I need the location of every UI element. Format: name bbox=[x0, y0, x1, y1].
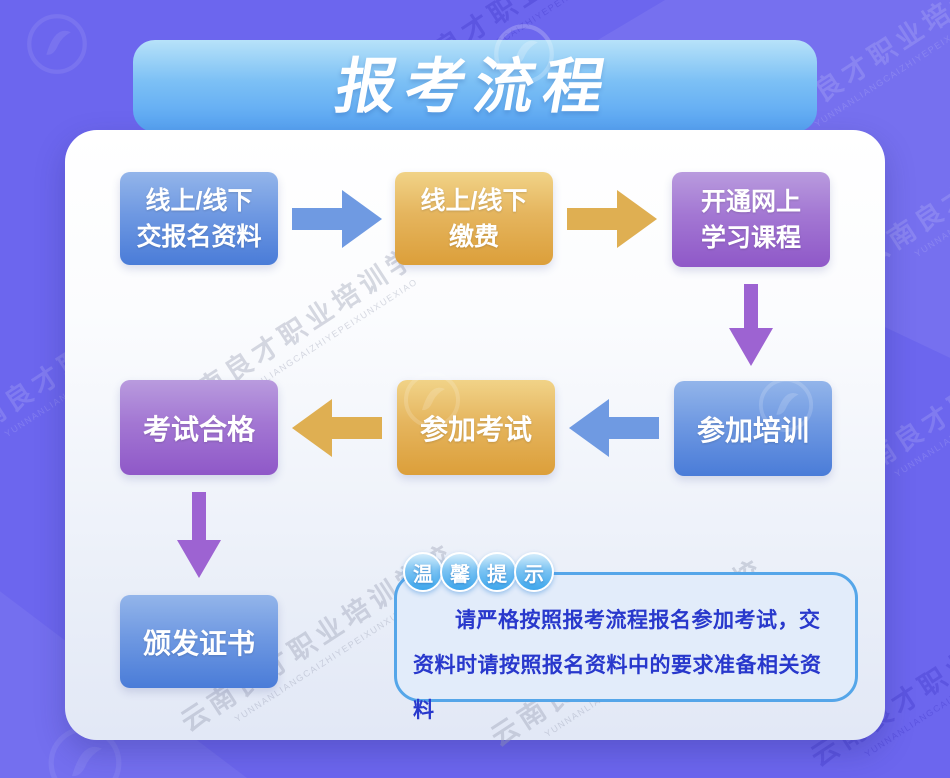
arrow-down-icon bbox=[729, 284, 773, 366]
arrow-right-icon bbox=[292, 190, 382, 248]
step-label: 考试合格 bbox=[142, 413, 255, 445]
arrow-right-icon bbox=[567, 190, 657, 248]
arrow-shape bbox=[292, 399, 382, 457]
step-take-exam: 参加考试 bbox=[397, 380, 555, 475]
poster-title: 报考流程 bbox=[331, 53, 619, 120]
arrow-down-icon bbox=[177, 492, 221, 578]
step-submit-materials: 线上/线下 交报名资料 bbox=[120, 172, 278, 265]
step-label: 学习课程 bbox=[700, 223, 801, 252]
arrow-shape bbox=[569, 399, 659, 457]
step-label: 参加培训 bbox=[696, 414, 809, 446]
step-label: 缴费 bbox=[448, 222, 499, 251]
tip-bubble: 馨 bbox=[440, 552, 480, 592]
title-banner: 报考流程 bbox=[133, 40, 817, 132]
step-issue-certificate: 颁发证书 bbox=[120, 595, 278, 688]
arrow-left-icon bbox=[569, 399, 659, 457]
school-logo-icon bbox=[27, 14, 87, 74]
warm-tips-panel: 请严格按照报考流程报名参加考试，交资料时请按照报名资料中的要求准备相关资料 bbox=[394, 572, 858, 722]
step-label: 开通网上 bbox=[700, 187, 801, 216]
step-pass-exam: 考试合格 bbox=[120, 380, 278, 475]
warm-tips-bubbles: 温 馨 提 示 bbox=[403, 552, 554, 592]
arrow-shape bbox=[177, 492, 221, 578]
step-label: 线上/线下 bbox=[145, 186, 253, 215]
warm-tips-text: 请严格按照报考流程报名参加考试，交资料时请按照报名资料中的要求准备相关资料 bbox=[413, 609, 822, 722]
step-label: 参加考试 bbox=[419, 413, 532, 445]
arrow-shape bbox=[567, 190, 657, 248]
step-open-online-course: 开通网上 学习课程 bbox=[672, 172, 830, 267]
arrow-shape bbox=[292, 190, 382, 248]
tip-bubble: 示 bbox=[514, 552, 554, 592]
step-label: 线上/线下 bbox=[420, 186, 528, 215]
step-attend-training: 参加培训 bbox=[674, 381, 832, 476]
tip-bubble: 温 bbox=[403, 552, 443, 592]
arrow-left-icon bbox=[292, 399, 382, 457]
step-label: 交报名资料 bbox=[136, 222, 262, 251]
step-pay-fee: 线上/线下 缴费 bbox=[395, 172, 553, 265]
step-label: 颁发证书 bbox=[142, 627, 255, 659]
tip-bubble: 提 bbox=[477, 552, 517, 592]
arrow-shape bbox=[729, 284, 773, 366]
